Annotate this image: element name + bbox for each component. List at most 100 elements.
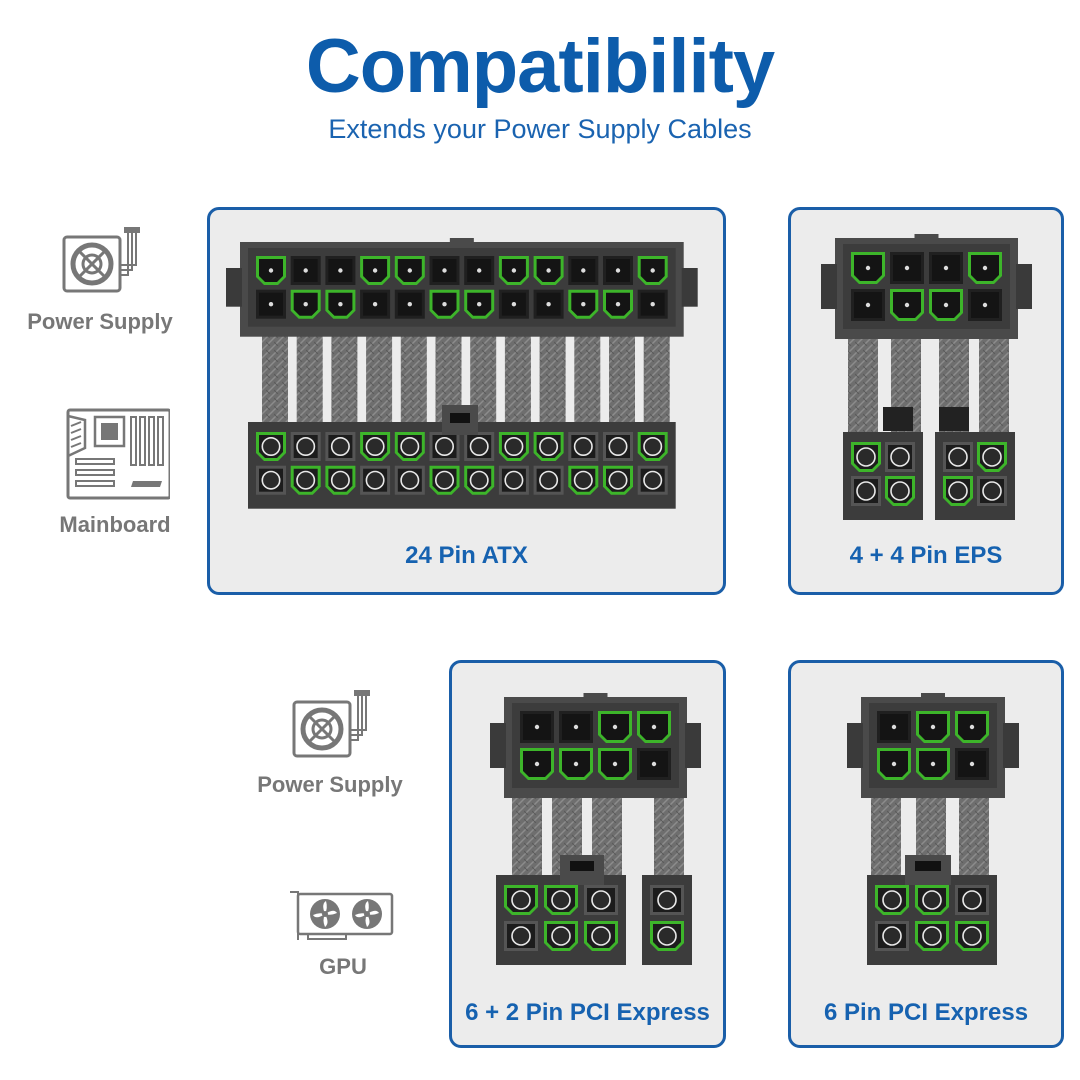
pin (325, 432, 356, 461)
side-clip (490, 723, 506, 768)
braided-cable (654, 793, 684, 888)
pin (429, 432, 460, 461)
pin-keyed (568, 289, 599, 319)
pin (504, 921, 538, 951)
latch (883, 407, 913, 431)
connector-label: 6 Pin PCI Express (823, 999, 1029, 1026)
pin (603, 432, 633, 461)
pin-keyed (498, 432, 529, 461)
latch (939, 407, 969, 431)
pin-keyed (325, 289, 356, 319)
connector-label: 4 + 4 Pin EPS (849, 542, 1003, 569)
latch-slot (450, 413, 470, 423)
pin-keyed (885, 476, 915, 506)
pin (968, 289, 1002, 321)
pin-keyed (464, 289, 495, 319)
pin (464, 432, 495, 461)
side-clip (847, 723, 863, 768)
pin-keyed (290, 289, 321, 319)
pin-keyed (498, 256, 529, 285)
eps-4plus4-connector-illustration (821, 234, 1032, 520)
power-supply-icon (292, 690, 370, 758)
mainboard-side-label: Mainboard (30, 408, 200, 538)
latch-slot (570, 861, 594, 871)
braided-cable (331, 330, 358, 430)
pin (851, 289, 885, 321)
braided-cable (504, 330, 531, 430)
braided-cable (512, 793, 542, 888)
latch (914, 234, 939, 242)
braided-cable (296, 330, 323, 430)
pin (875, 921, 909, 951)
pin (890, 252, 924, 284)
braided-cable (609, 330, 635, 430)
connector-card-eps: 4 + 4 Pin EPS (788, 207, 1064, 595)
pin-keyed (325, 465, 356, 495)
pin (429, 256, 460, 285)
pin (533, 289, 564, 319)
pin (325, 256, 356, 285)
pin-keyed (256, 256, 286, 285)
power-supply-side-label-2: Power Supply (245, 688, 415, 798)
pin (360, 465, 391, 495)
pin-keyed (943, 476, 973, 506)
pin-keyed (559, 748, 593, 780)
pin-keyed (603, 289, 633, 319)
pin (290, 432, 321, 461)
pin-keyed (394, 432, 425, 461)
pin-keyed (290, 465, 321, 495)
pin-keyed (429, 465, 460, 495)
gpu-icon (290, 891, 394, 940)
pin (885, 442, 915, 472)
side-clip (226, 268, 242, 307)
power-supply-label-2: Power Supply (257, 772, 403, 797)
side-clip (681, 268, 698, 307)
pin-keyed (637, 711, 671, 743)
pin (568, 432, 599, 461)
pin-keyed (955, 921, 989, 951)
pin (498, 465, 529, 495)
pin (568, 256, 599, 285)
pin-keyed (544, 885, 578, 915)
power-supply-icon (62, 227, 140, 293)
side-clip (821, 264, 837, 309)
pin (603, 256, 633, 285)
pin (584, 885, 618, 915)
pin-keyed (875, 885, 909, 915)
pin (637, 465, 668, 495)
pin-keyed (915, 885, 949, 915)
pin-keyed (598, 748, 632, 780)
pin-keyed (533, 256, 564, 285)
connector-label: 24 Pin ATX (405, 542, 528, 569)
latch-slot (915, 861, 941, 871)
pin (637, 748, 671, 780)
page-title: Compatibility (305, 24, 775, 109)
pin-keyed (464, 465, 495, 495)
braided-cable (643, 330, 670, 430)
pin-keyed (429, 289, 460, 319)
pin (851, 476, 881, 506)
braided-cable (539, 330, 566, 430)
braided-cable (400, 330, 427, 430)
mainboard-label: Mainboard (59, 512, 171, 537)
side-clip (1016, 264, 1032, 309)
latch (449, 238, 474, 246)
pin-keyed (637, 256, 668, 285)
pin-keyed (598, 711, 632, 743)
pin (943, 442, 973, 472)
pin-keyed (533, 432, 564, 461)
pin (394, 465, 425, 495)
side-clip (1003, 723, 1019, 768)
power-supply-label: Power Supply (27, 309, 173, 334)
connector-card-24pin-atx: 24 Pin ATX (207, 207, 726, 595)
braided-cable (871, 793, 901, 888)
pin-keyed (877, 748, 911, 780)
pin-keyed (851, 442, 881, 472)
pin-keyed (650, 921, 684, 951)
pcie-6plus2-connector-illustration (490, 693, 701, 965)
latch (583, 693, 608, 701)
pin-keyed (504, 885, 538, 915)
pin (290, 256, 321, 285)
pin-keyed (256, 432, 286, 461)
braided-cable (979, 338, 1009, 435)
